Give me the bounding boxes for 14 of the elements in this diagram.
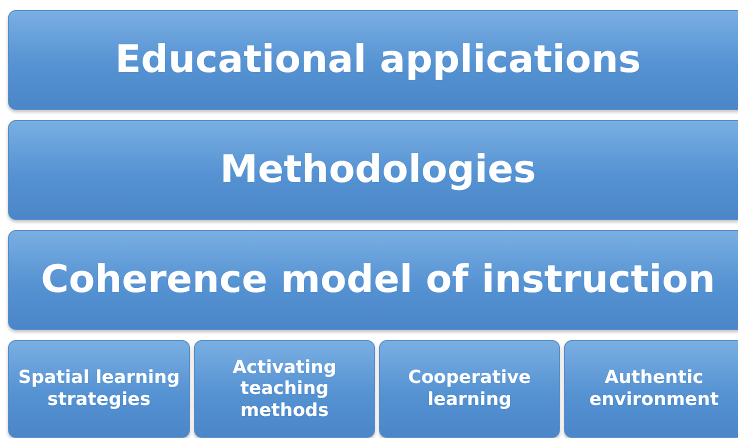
foundation-box bbox=[194, 340, 375, 438]
foundation-box bbox=[8, 340, 190, 438]
foundation-box bbox=[379, 340, 560, 438]
box-label: Cooperative learning bbox=[407, 367, 532, 411]
layer-band bbox=[8, 10, 738, 110]
layer-band bbox=[8, 230, 738, 330]
box-label: Authentic environment bbox=[588, 367, 720, 411]
layer-title: Coherence model of instruction bbox=[40, 257, 716, 303]
foundation-box bbox=[564, 340, 738, 438]
layer-title: Educational applications bbox=[115, 37, 641, 83]
layer-band bbox=[8, 120, 738, 220]
box-label: Activating teaching methods bbox=[232, 356, 338, 422]
layer-title: Methodologies bbox=[220, 147, 536, 193]
box-label: Spatial learning strategies bbox=[17, 367, 181, 411]
